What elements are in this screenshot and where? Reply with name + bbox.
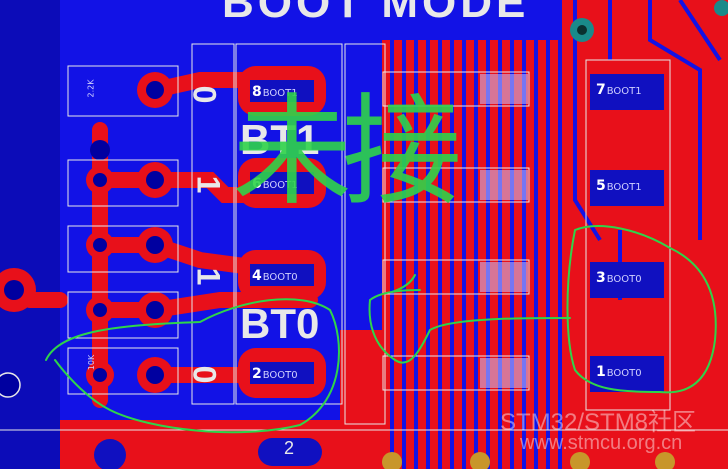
jumper-digit-top: 0	[186, 85, 223, 104]
resistor-value-top: 2.2K	[86, 79, 96, 98]
left-pad-2: 2BOOT0	[252, 366, 298, 382]
left-pad-6: 6BOOT1	[252, 176, 298, 192]
jumper-digit-mid2: 1	[190, 267, 227, 286]
resistor-value-bottom: 10K	[87, 354, 97, 371]
left-panel	[0, 0, 60, 469]
left-pad-4: 4BOOT0	[252, 268, 298, 284]
watermark-url: www.stmcu.org.cn	[520, 432, 683, 454]
right-pad-3: 3BOOT0	[596, 270, 642, 286]
watermark-title: STM32/STM8社区	[500, 409, 697, 436]
bt1-label: BT1	[240, 116, 320, 163]
center-components	[344, 43, 530, 425]
jumper-digit-bottom: 0	[186, 365, 223, 384]
hand-annotation	[45, 225, 717, 434]
board-title: BOOT MODE	[222, 0, 530, 27]
trace-bus	[390, 0, 722, 469]
bottom-pins	[0, 429, 728, 469]
resistor-outlines	[67, 43, 235, 405]
right-pad-1: 1BOOT0	[596, 364, 642, 380]
bt0-label: BT0	[240, 300, 320, 347]
right-pad-7: 7BOOT1	[596, 82, 642, 98]
jumper-digit-mid1: 1	[190, 175, 227, 194]
copper-pour-join	[340, 330, 382, 440]
left-pad-8: 8BOOT1	[252, 84, 298, 100]
right-header	[585, 59, 671, 411]
resistor-pads	[0, 72, 173, 398]
handwritten-note: 未接	[232, 83, 462, 222]
bottom-pad-number: 2	[284, 438, 295, 458]
top-right-vias	[570, 0, 728, 42]
right-pad-5: 5BOOT1	[596, 178, 642, 194]
jumper-header	[235, 43, 343, 405]
